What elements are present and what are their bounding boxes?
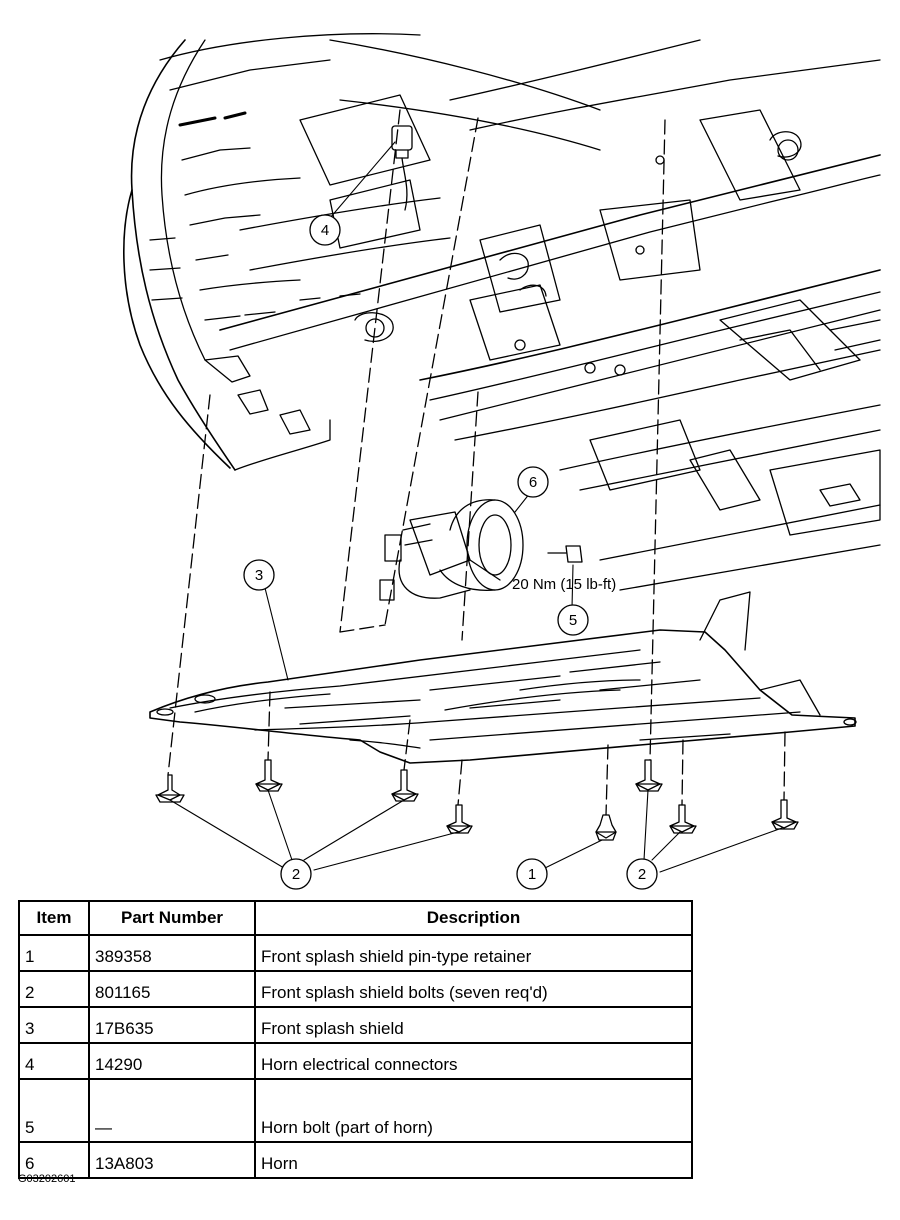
item-cell: 3 <box>18 1006 90 1044</box>
table-header-row: Item Part Number Description <box>18 900 693 936</box>
svg-text:6: 6 <box>529 474 537 491</box>
header-part-number: Part Number <box>88 900 256 936</box>
item-cell: 2 <box>18 970 90 1008</box>
bolt-2-c <box>391 769 419 802</box>
description-cell: Horn <box>254 1141 693 1179</box>
table-row: 1 389358 Front splash shield pin-type re… <box>18 934 693 972</box>
torque-spec: 20 Nm (15 lb-ft) <box>512 576 616 593</box>
item-cell: 4 <box>18 1042 90 1080</box>
description-cell: Horn bolt (part of horn) <box>254 1078 693 1143</box>
header-item: Item <box>18 900 90 936</box>
part-number-cell: 801165 <box>88 970 256 1008</box>
radiator-support-frame <box>219 39 881 591</box>
svg-text:2: 2 <box>638 866 646 883</box>
item-cell: 1 <box>18 934 90 972</box>
callout-4: 4 <box>309 214 341 246</box>
table-row: 4 14290 Horn electrical connectors <box>18 1042 693 1080</box>
bolt-2-e <box>635 759 663 792</box>
description-cell: Front splash shield <box>254 1006 693 1044</box>
part-number-cell: 13A803 <box>88 1141 256 1179</box>
retainer-1 <box>595 814 617 841</box>
bolt-2-d <box>446 804 473 834</box>
item-cell: 6 <box>18 1141 90 1179</box>
horn-electrical-connector <box>391 125 413 211</box>
callout-2-left: 2 <box>280 858 312 890</box>
bolt-2-f <box>669 804 697 834</box>
callout-5: 5 <box>557 604 589 636</box>
svg-text:1: 1 <box>528 866 536 883</box>
description-cell: Horn electrical connectors <box>254 1042 693 1080</box>
table-row: 3 17B635 Front splash shield <box>18 1006 693 1044</box>
header-description: Description <box>254 900 693 936</box>
svg-text:3: 3 <box>255 567 263 584</box>
horn-bolt <box>547 545 583 563</box>
callout-1: 1 <box>516 858 548 890</box>
table-row: 2 801165 Front splash shield bolts (seve… <box>18 970 693 1008</box>
part-number-cell: 14290 <box>88 1042 256 1080</box>
svg-text:2: 2 <box>292 866 300 883</box>
table-row: 6 13A803 Horn <box>18 1141 693 1179</box>
svg-text:5: 5 <box>569 612 577 629</box>
table-row: 5 — Horn bolt (part of horn) <box>18 1078 693 1143</box>
exploded-view-diagram: 1 2 2 3 4 5 6 20 Nm (15 lb-ft) <box>123 33 881 890</box>
attachment-guide-lines <box>167 119 786 816</box>
description-cell: Front splash shield bolts (seven req'd) <box>254 970 693 1008</box>
svg-text:4: 4 <box>321 222 329 239</box>
horn <box>379 499 524 601</box>
callout-3: 3 <box>243 559 275 591</box>
part-number-cell: 17B635 <box>88 1006 256 1044</box>
item-cell: 5 <box>18 1078 90 1143</box>
callout-2-right: 2 <box>626 858 658 890</box>
parts-table: Item Part Number Description 1 389358 Fr… <box>18 900 693 1179</box>
part-number-cell: 389358 <box>88 934 256 972</box>
callout-6: 6 <box>517 466 549 498</box>
leader-lines <box>169 141 783 873</box>
horn-mount-guide <box>339 109 479 633</box>
bolt-2-a <box>155 774 185 803</box>
bolt-2-g <box>771 799 799 830</box>
front-splash-shield <box>149 591 857 764</box>
bolt-2-b <box>255 759 283 792</box>
description-cell: Front splash shield pin-type retainer <box>254 934 693 972</box>
bumper-fascia <box>123 33 601 471</box>
part-number-cell: — <box>88 1078 256 1143</box>
figure-code: G03202601 <box>18 1173 76 1185</box>
